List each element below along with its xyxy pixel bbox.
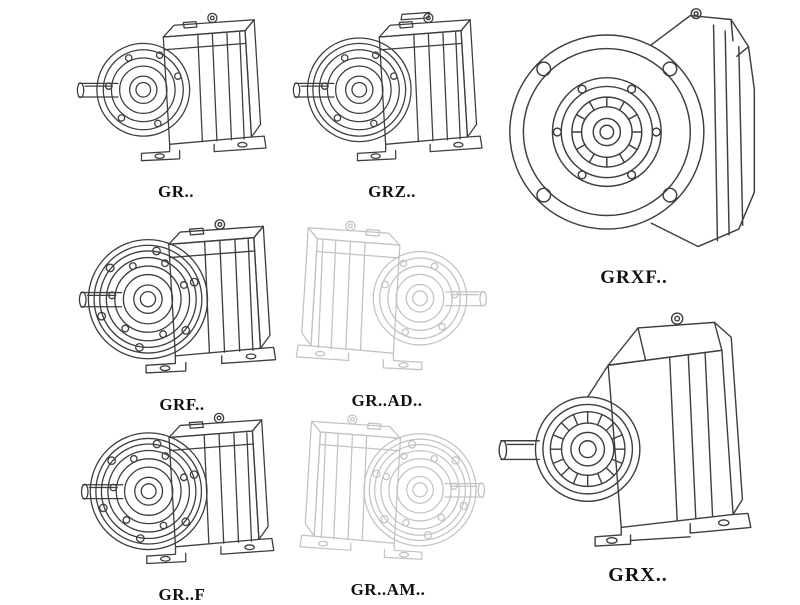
model-label-grf: GRF.. bbox=[159, 395, 205, 414]
model-label-grz: GRZ.. bbox=[368, 182, 416, 201]
gearbox-drawing-grxf bbox=[509, 8, 756, 248]
catalog-item-gr: GR.. bbox=[76, 6, 276, 202]
catalog-item-gr-f: GR..F bbox=[80, 406, 284, 605]
model-label-gr: GR.. bbox=[158, 182, 194, 201]
catalog-item-gr-am: GR..AM.. bbox=[290, 408, 486, 600]
model-label-gr-f: GR..F bbox=[158, 585, 206, 604]
gearbox-drawing-grf bbox=[78, 212, 286, 392]
model-label-gr-ad: GR..AD.. bbox=[351, 391, 423, 410]
catalog-item-grf: GRF.. bbox=[78, 212, 286, 415]
catalog-item-grx: GRX.. bbox=[498, 300, 778, 587]
model-label-gr-am: GR..AM.. bbox=[350, 580, 426, 599]
gearbox-drawing-gr bbox=[76, 12, 267, 162]
gearbox-drawing-gr-am bbox=[290, 408, 486, 577]
gearbox-drawing-gr-f bbox=[80, 406, 284, 582]
gearbox-drawing-gr-ad bbox=[295, 220, 488, 371]
catalog-item-grz: GRZ.. bbox=[292, 6, 492, 202]
catalog-item-gr-ad: GR..AD.. bbox=[286, 214, 488, 411]
gearbox-drawing-grz bbox=[292, 11, 483, 162]
gearbox-drawing-grx bbox=[498, 312, 752, 547]
model-label-grx: GRX.. bbox=[608, 564, 668, 586]
model-label-grxf: GRXF.. bbox=[600, 267, 668, 288]
catalog-item-grxf: GRXF.. bbox=[498, 2, 770, 289]
